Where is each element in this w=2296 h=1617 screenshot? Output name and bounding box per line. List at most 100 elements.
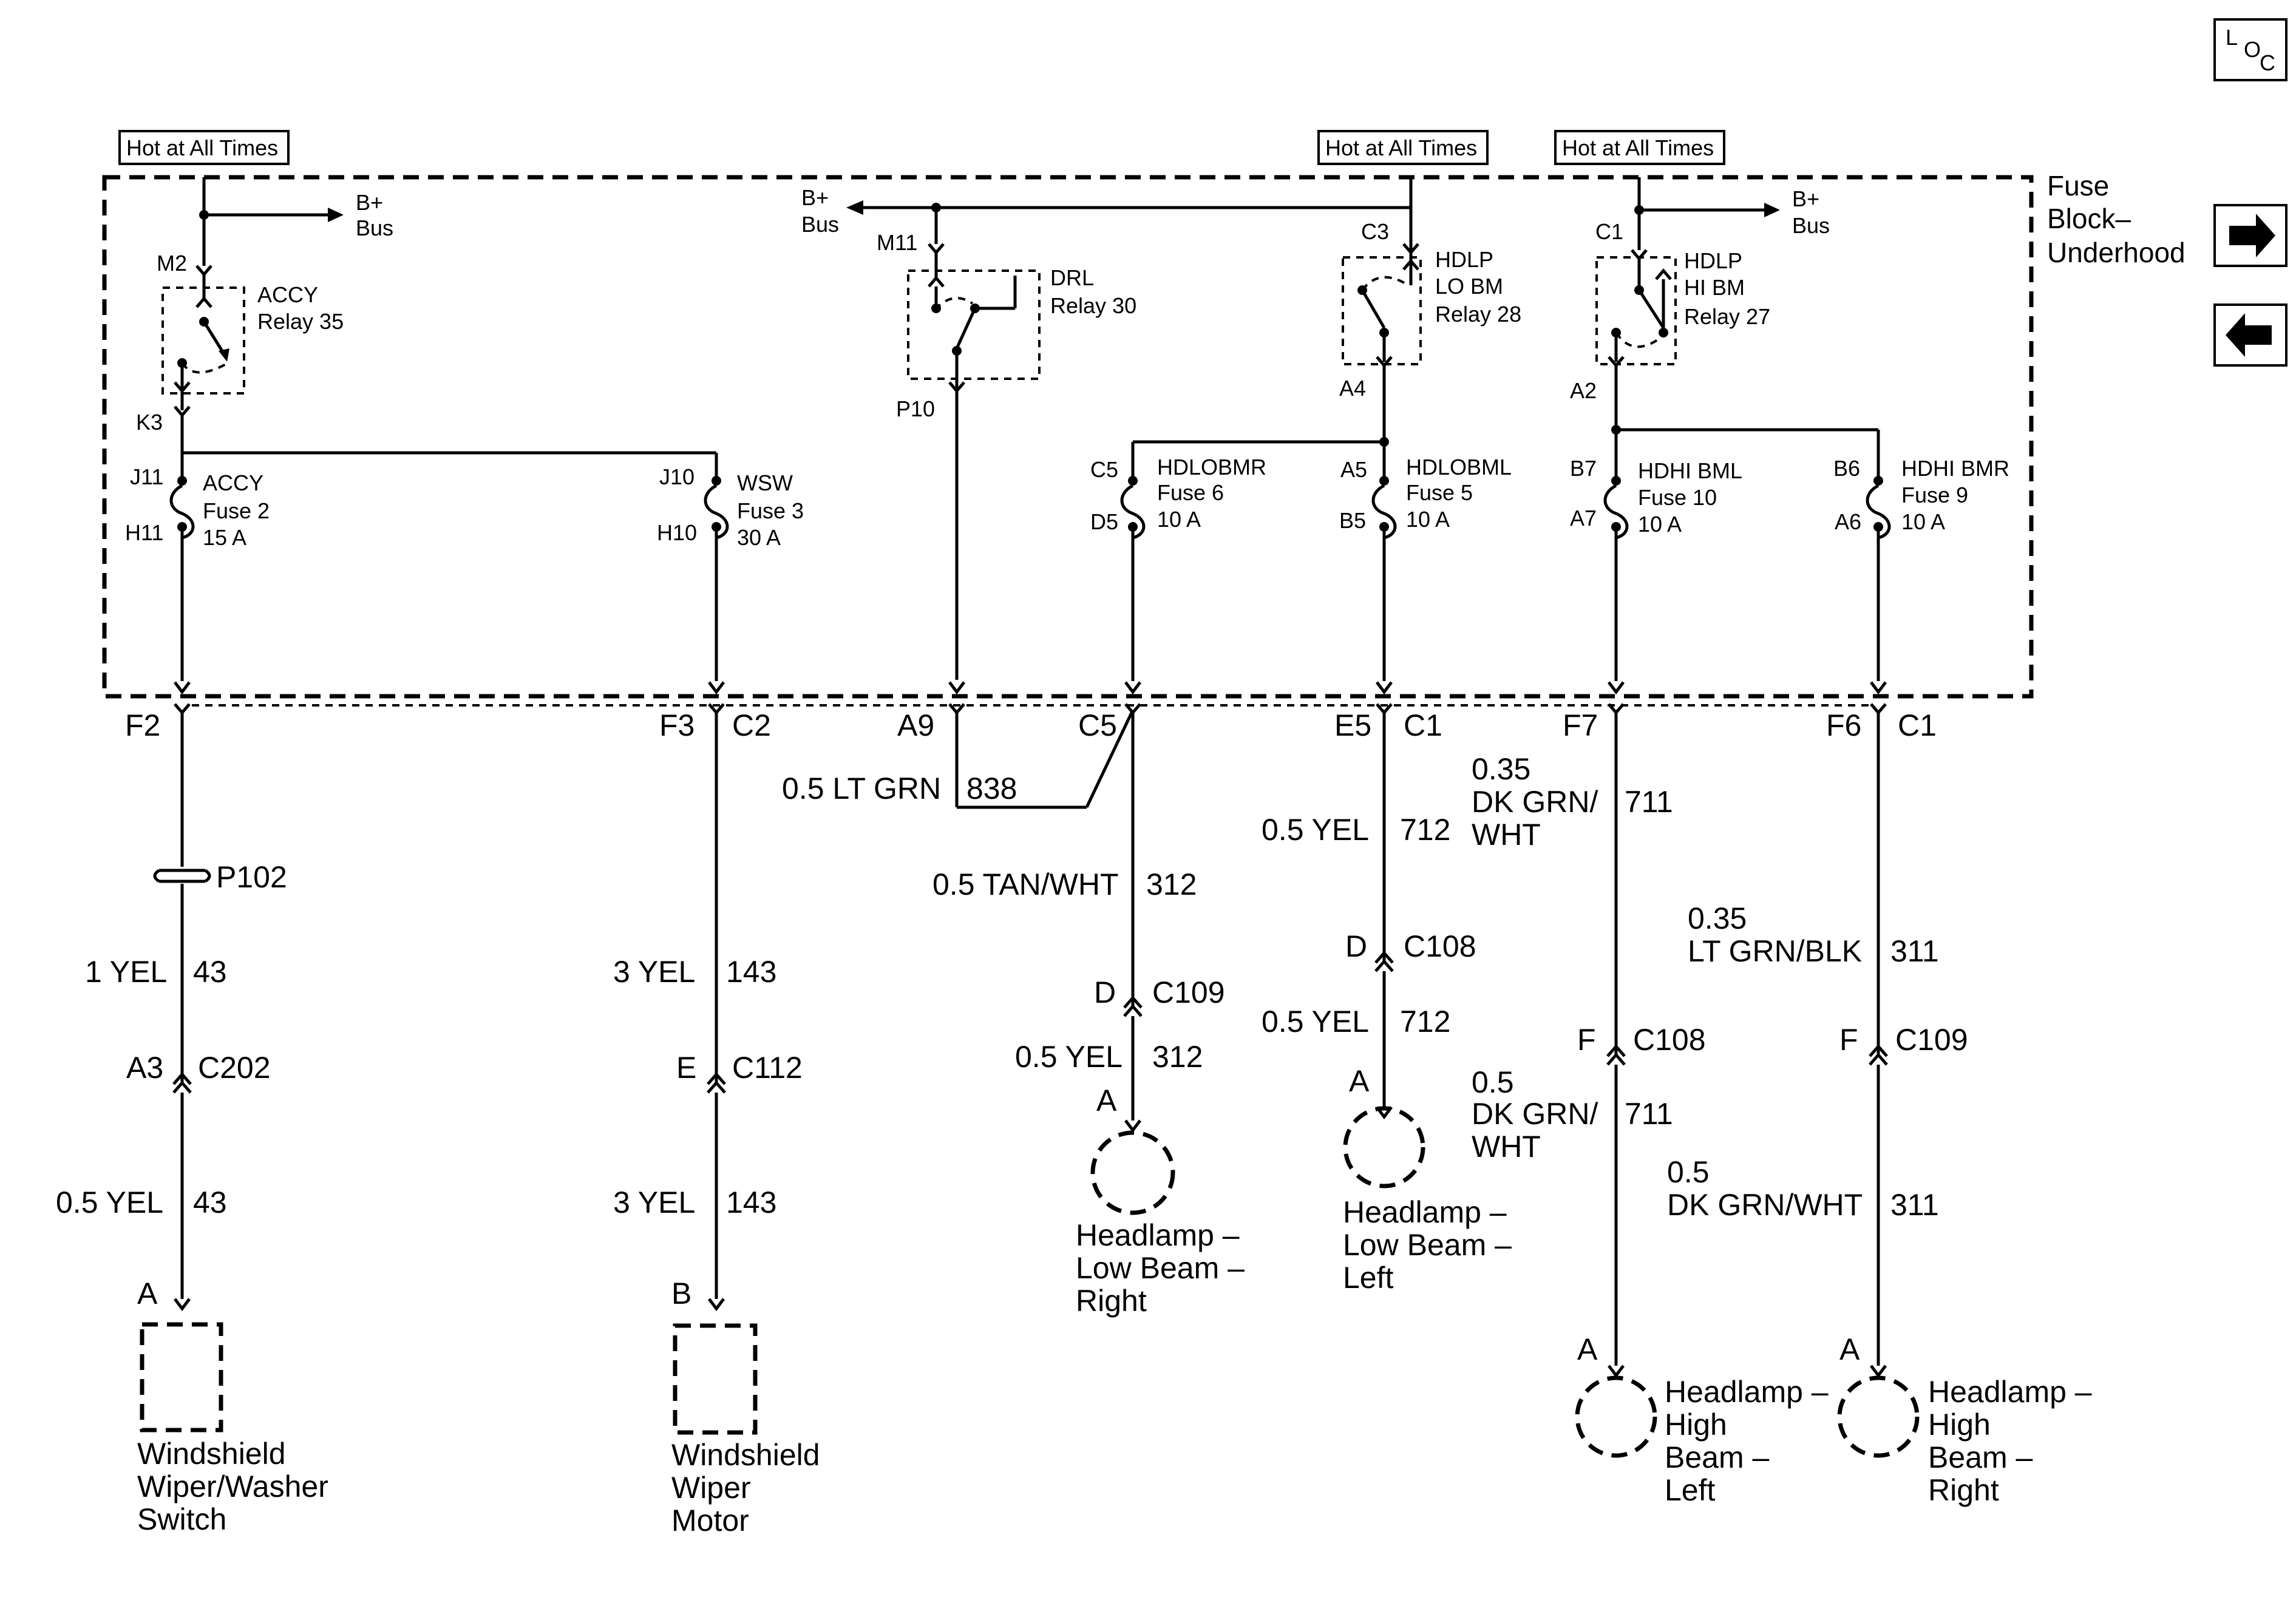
hi-left-label-4: Left [1665,1473,1716,1507]
circuit-311 [1837,713,1920,1458]
wire-711-gauge-upper: 0.35 [1472,752,1530,786]
fuse-wsw: J10 H10 WSW Fuse 3 30 A [657,464,804,681]
hot-label-1: Hot at All Times [118,130,290,165]
wire-311-color-lower: DK GRN/WHT [1667,1188,1863,1222]
lo-left-label-2: Low Beam – [1343,1228,1512,1262]
svg-text:A5: A5 [1340,457,1367,482]
loc-button[interactable]: L O C [2213,18,2288,81]
loc-letter-c: C [2260,50,2275,75]
wire-711-gauge-lower: 0.5 [1472,1065,1514,1099]
svg-text:10 A: 10 A [1901,509,1945,534]
svg-text:DRL: DRL [1050,265,1094,290]
bus-left-top: B+ [356,190,383,215]
hdlp-lo-relay: C3 HDLP LO BM Relay 28 A4 [1339,219,1521,442]
svg-text:HDLP: HDLP [1684,248,1742,273]
conn-c1-hi: C1 [1898,708,1937,742]
wire-143-color-upper: 3 YEL [613,955,695,989]
arrow-right-icon [2229,214,2275,257]
wire-711-color1-upper: DK GRN/ [1472,785,1598,819]
svg-text:Relay 28: Relay 28 [1435,302,1521,327]
svg-text:HDHI BML: HDHI BML [1638,458,1742,483]
motor-label-3: Motor [671,1503,749,1537]
svg-text:A2: A2 [1570,378,1597,403]
hi-right-label-2: High [1928,1408,1991,1442]
svg-text:A7: A7 [1570,506,1597,531]
svg-text:Relay 30: Relay 30 [1050,293,1136,318]
wire-43-color-upper: 1 YEL [85,955,167,989]
conn-c112: C112 [732,1051,803,1085]
bus-right-top: B+ [1792,186,1819,211]
svg-text:LO BM: LO BM [1435,274,1503,299]
conn-a9: A9 [897,708,934,742]
hi-right-label-3: Beam – [1928,1440,2033,1474]
svg-text:M2: M2 [157,251,187,276]
block-output-arrows [174,681,1887,695]
loc-letter-o: O [2244,37,2261,62]
hi-left-label-1: Headlamp – [1665,1375,1829,1409]
wire-711-color2-upper: WHT [1472,818,1541,852]
lo-right-label-1: Headlamp – [1076,1218,1240,1252]
wire-312-color-lower: 0.5 YEL [1015,1040,1123,1074]
svg-text:C5: C5 [1090,457,1118,482]
wire-712-color-lower: 0.5 YEL [1262,1005,1369,1039]
wire-711-num-lower: 711 [1625,1097,1673,1131]
circuit-143 [673,713,758,1435]
conn-f-c108: F [1577,1023,1596,1057]
conn-c109-lo: C109 [1152,975,1225,1009]
lo-left-pin-a: A [1349,1064,1370,1098]
svg-text:B5: B5 [1339,508,1366,533]
prev-page-button[interactable] [2213,303,2288,367]
lo-right-label-3: Right [1076,1284,1147,1318]
svg-text:B7: B7 [1570,456,1597,481]
conn-c109-hi: C109 [1895,1023,1968,1057]
svg-text:10 A: 10 A [1406,507,1450,532]
wire-143-color-lower: 3 YEL [613,1185,695,1219]
conn-d-c109: D [1094,975,1116,1009]
svg-text:HDHI BMR: HDHI BMR [1901,456,2009,481]
bus-mid-top: B+ [801,185,829,210]
svg-text:D5: D5 [1090,509,1118,534]
wire-712-num-lower: 712 [1400,1005,1450,1039]
wire-711-color1-lower: DK GRN/ [1472,1097,1598,1131]
wire-711-num-upper: 711 [1625,785,1673,819]
wire-312-color-upper: 0.5 TAN/WHT [932,867,1119,901]
svg-text:Hot at All Times: Hot at All Times [126,135,278,160]
wire-43-num-upper: 43 [193,955,227,989]
bus-right-bottom: Bus [1792,213,1830,238]
next-page-button[interactable] [2213,204,2288,267]
lo-right-pin-a: A [1096,1083,1117,1117]
fuse-block-label-1: Fuse [2047,170,2109,202]
conn-f7: F7 [1563,708,1598,742]
wire-143-num-upper: 143 [726,955,776,989]
wire-712-color-upper: 0.5 YEL [1262,813,1369,847]
fuse-block-label-3: Underhood [2047,237,2186,268]
svg-text:10 A: 10 A [1157,507,1201,532]
svg-text:P10: P10 [896,396,935,421]
hi-right-label-1: Headlamp – [1928,1375,2092,1409]
wire-43-num-lower: 43 [193,1185,227,1219]
svg-text:M11: M11 [877,230,917,255]
fuse-block-label-2: Block– [2047,203,2131,234]
wire-311-num-upper: 311 [1890,934,1939,968]
conn-d-c108: D [1345,929,1367,963]
conn-e: E [676,1051,696,1085]
hot-label-2: Hot at All Times [1317,130,1489,165]
drl-relay: M11 DRL Relay 30 P10 [877,230,1136,680]
lo-right-label-2: Low Beam – [1076,1251,1245,1285]
svg-text:WSW: WSW [737,470,793,495]
wire-838-num: 838 [966,771,1017,805]
conn-f6: F6 [1826,708,1861,742]
arrow-left-icon [2226,313,2272,357]
wire-712-num-upper: 712 [1400,813,1450,847]
motor-pin-b: B [671,1276,691,1310]
svg-text:Fuse 2: Fuse 2 [203,498,270,523]
svg-text:J10: J10 [659,464,695,489]
conn-c2: C2 [732,708,771,742]
conn-f2: F2 [125,708,160,742]
hi-left-label-3: Beam – [1665,1440,1770,1474]
fuse-accy: J11 H11 ACCY Fuse 2 15 A [125,464,270,681]
svg-text:Hot at All Times: Hot at All Times [1325,135,1477,160]
conn-c1-lo: C1 [1404,708,1442,742]
lo-left-label-3: Left [1343,1261,1394,1295]
circuit-712 [1343,713,1425,1188]
